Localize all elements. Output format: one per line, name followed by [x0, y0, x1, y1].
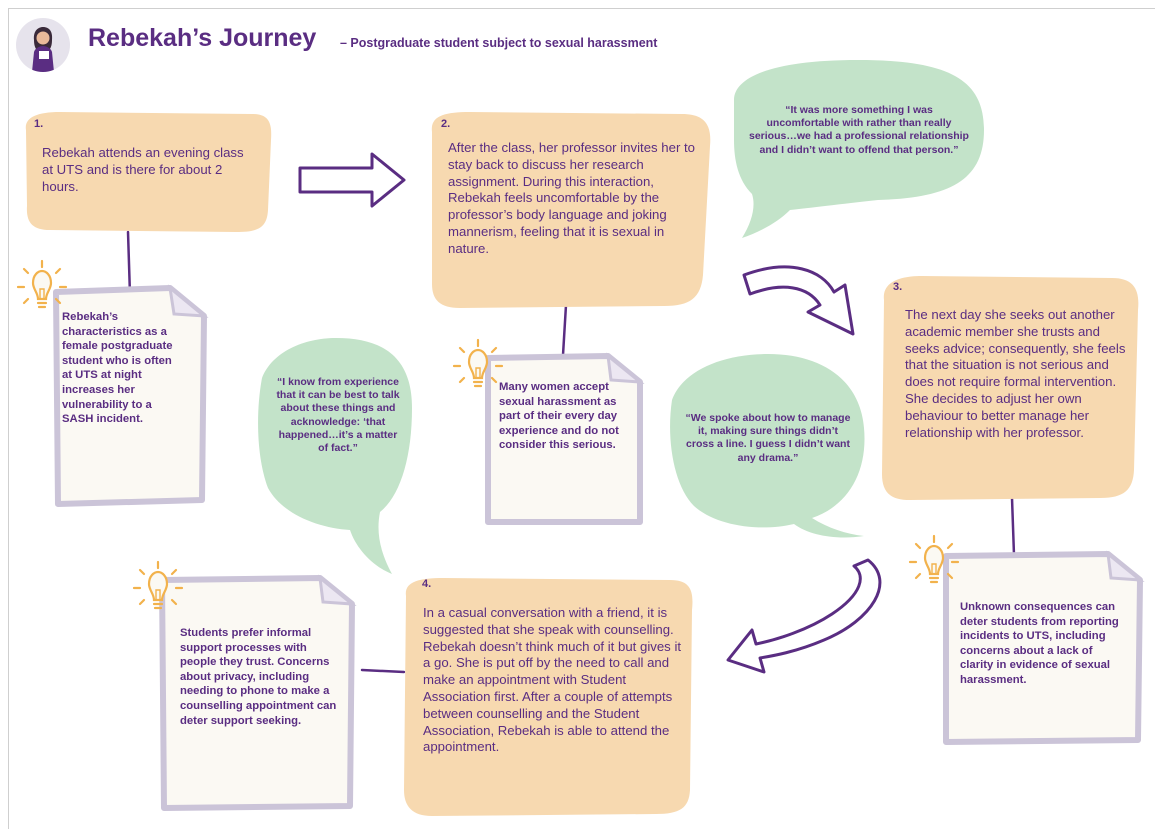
step-text: In a casual conversation with a friend, … [423, 605, 682, 755]
step-number: 3. [893, 281, 903, 293]
insight-note-text: Rebekah’s characteristics as a female po… [62, 311, 173, 426]
insight-note-text: Unknown consequences can deter students … [960, 601, 1119, 686]
step-text: After the class, her professor invites h… [448, 140, 696, 256]
note-paper-2 [485, 353, 643, 525]
lightbulb-icon [16, 259, 68, 309]
quote-text: “It was more something I was uncomfortab… [749, 104, 969, 156]
step-text: The next day she seeks out another acade… [905, 307, 1126, 440]
lightbulb-icon [132, 560, 184, 610]
connector-1 [126, 230, 132, 297]
avatar [16, 18, 70, 72]
quote-text: “I know from experience that it can be b… [276, 376, 400, 455]
step-number: 2. [441, 118, 451, 130]
connector-4 [360, 668, 406, 674]
step-box-3 [882, 276, 1139, 500]
step-box-1 [25, 112, 272, 232]
note-paper-3 [943, 551, 1143, 745]
quote-bubble-1 [734, 60, 984, 238]
page-subtitle: – Postgraduate student subject to sexual… [340, 36, 658, 50]
quote-bubble-3 [670, 354, 865, 538]
arrow-icon [298, 152, 406, 208]
arrow-icon [742, 265, 855, 336]
step-number: 4. [422, 578, 432, 590]
step-box-2 [431, 112, 711, 308]
connector-3 [1010, 496, 1016, 557]
connector-2 [561, 303, 568, 357]
step-box-4 [404, 578, 693, 816]
lightbulb-icon [452, 338, 504, 388]
quote-text: “We spoke about how to manage it, making… [685, 412, 851, 464]
insight-note-text: Students prefer informal support process… [180, 627, 337, 727]
arrow-icon [726, 558, 882, 674]
note-paper-4 [159, 575, 355, 811]
note-paper-1 [53, 285, 207, 507]
lightbulb-icon [908, 534, 960, 584]
page-frame [8, 8, 1155, 829]
step-number: 1. [34, 118, 44, 130]
step-text: Rebekah attends an evening class at UTS … [42, 145, 244, 194]
quote-bubble-2 [258, 338, 412, 574]
page-title: Rebekah’s Journey [88, 24, 317, 52]
insight-note-text: Many women accept sexual harassment as p… [499, 381, 619, 452]
